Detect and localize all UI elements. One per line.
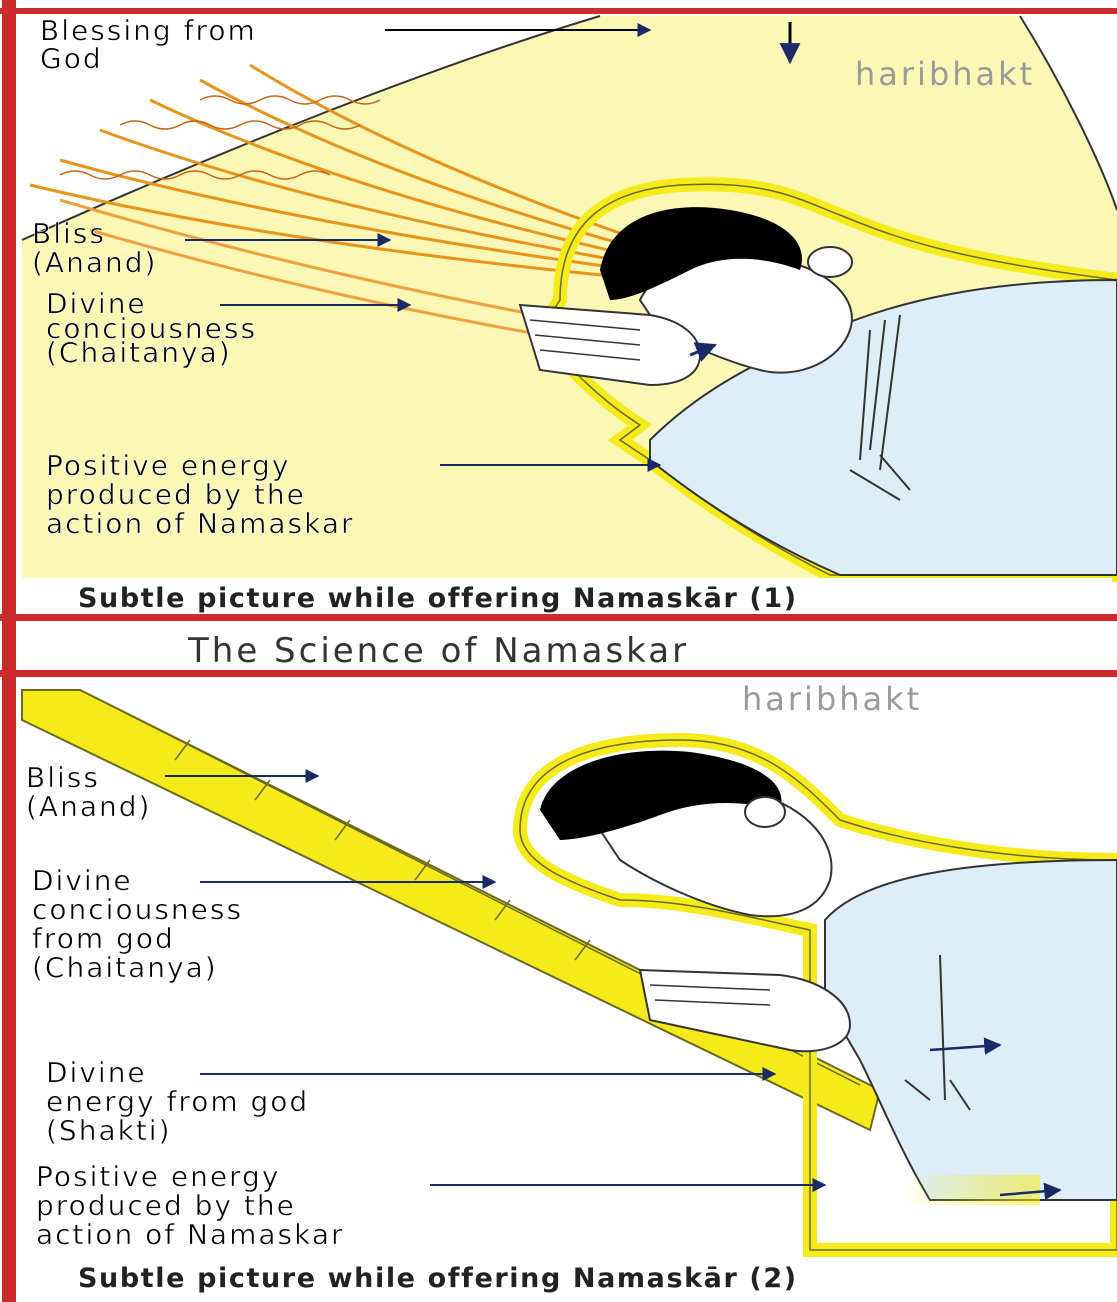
ear-2 — [745, 797, 785, 827]
label-positive-line3: action of Namaskar — [46, 507, 355, 540]
ear — [808, 247, 852, 277]
watermark-panel2: haribhakt — [742, 680, 922, 718]
label-bliss-line2: (Anand) — [32, 246, 157, 279]
panel-2: haribhakt Bliss (Anand) Divine conciousn… — [22, 678, 1117, 1302]
watermark-panel1: haribhakt — [855, 55, 1035, 93]
label2-divcon-line4: (Chaitanya) — [32, 951, 218, 984]
title-strip: The Science of Namaskar — [0, 620, 1117, 675]
caption-panel2: Subtle picture while offering Namaskār (… — [78, 1263, 798, 1294]
label2-diven-line3: (Shakti) — [46, 1114, 172, 1147]
caption-panel1: Subtle picture while offering Namaskār (… — [78, 583, 798, 614]
page-title: The Science of Namaskar — [187, 631, 689, 671]
label-blessing-line2: God — [40, 42, 103, 75]
label2-bliss-line2: (Anand) — [26, 790, 151, 823]
label-divine-line3: (Chaitanya) — [46, 336, 232, 369]
panel-1: Blessing from God haribhakt Bliss (Anand… — [0, 0, 1117, 618]
label2-positive-line3: action of Namaskar — [36, 1218, 345, 1251]
